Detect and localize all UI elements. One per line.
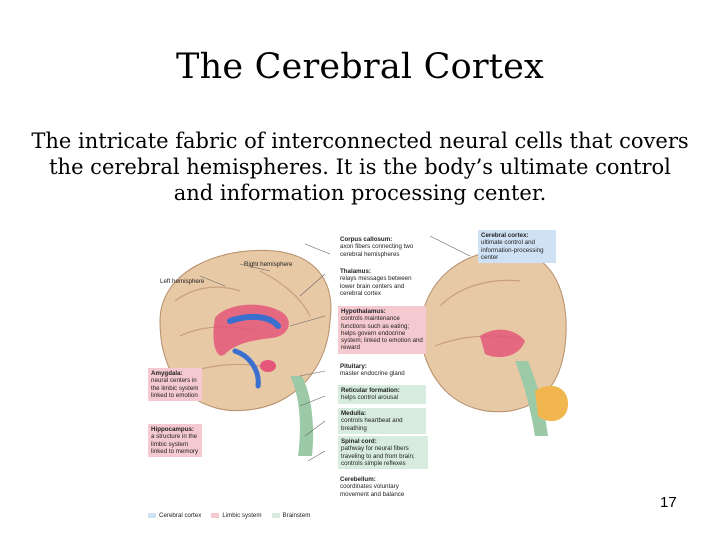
brain-illustration (159, 235, 568, 462)
label-reticular-formation: Reticular formation: helps control arous… (338, 385, 426, 404)
slide-body-text: The intricate fabric of interconnected n… (31, 129, 689, 205)
page-number: 17 (660, 494, 677, 511)
legend-label-limbic: Limbic system (222, 512, 262, 519)
label-spinal-cord: Spinal cord: pathway for neural fibers t… (338, 436, 428, 470)
label-hypothalamus: Hypothalamus: controls maintenance funct… (338, 306, 426, 354)
slide-title: The Cerebral Cortex (176, 47, 544, 87)
legend-swatch-cortex (148, 512, 156, 518)
figure-legend: Cerebral cortex Limbic system Brainstem (148, 512, 310, 519)
legend-item-cortex: Cerebral cortex (148, 512, 201, 519)
label-pituitary: Pituitary: master endocrine gland (340, 363, 405, 378)
legend-item-limbic: Limbic system (211, 512, 262, 519)
label-cerebellum: Cerebellum: coordinates voluntary moveme… (340, 476, 405, 498)
legend-swatch-limbic (211, 512, 220, 518)
brain-figure: Right hemisphere Left hemisphere Amygdal… (140, 226, 570, 522)
label-thalamus: Thalamus: relays messages between lower … (340, 268, 412, 297)
label-amygdala: Amygdala: neural centers in the limbic s… (148, 368, 202, 402)
legend-swatch-brainstem (271, 512, 280, 518)
label-corpus-callosum: Corpus callosum: axon fibers connecting … (340, 236, 414, 258)
left-brain-drawing (159, 249, 332, 456)
legend-item-brainstem: Brainstem (271, 512, 311, 519)
leader-lines (199, 235, 471, 462)
right-brain-drawing (419, 249, 568, 436)
label-cerebral-cortex: Cerebral cortex: ultimate control and in… (478, 230, 556, 264)
legend-label-brainstem: Brainstem (282, 512, 311, 519)
legend-label-cortex: Cerebral cortex (159, 512, 202, 519)
label-right-hemisphere: Right hemisphere (244, 261, 293, 268)
label-left-hemisphere: Left hemisphere (160, 278, 205, 285)
label-hippocampus: Hippocampus: a structure in the limbic s… (148, 424, 202, 458)
label-medulla: Medulla: controls heartbeat and breathin… (338, 408, 426, 434)
